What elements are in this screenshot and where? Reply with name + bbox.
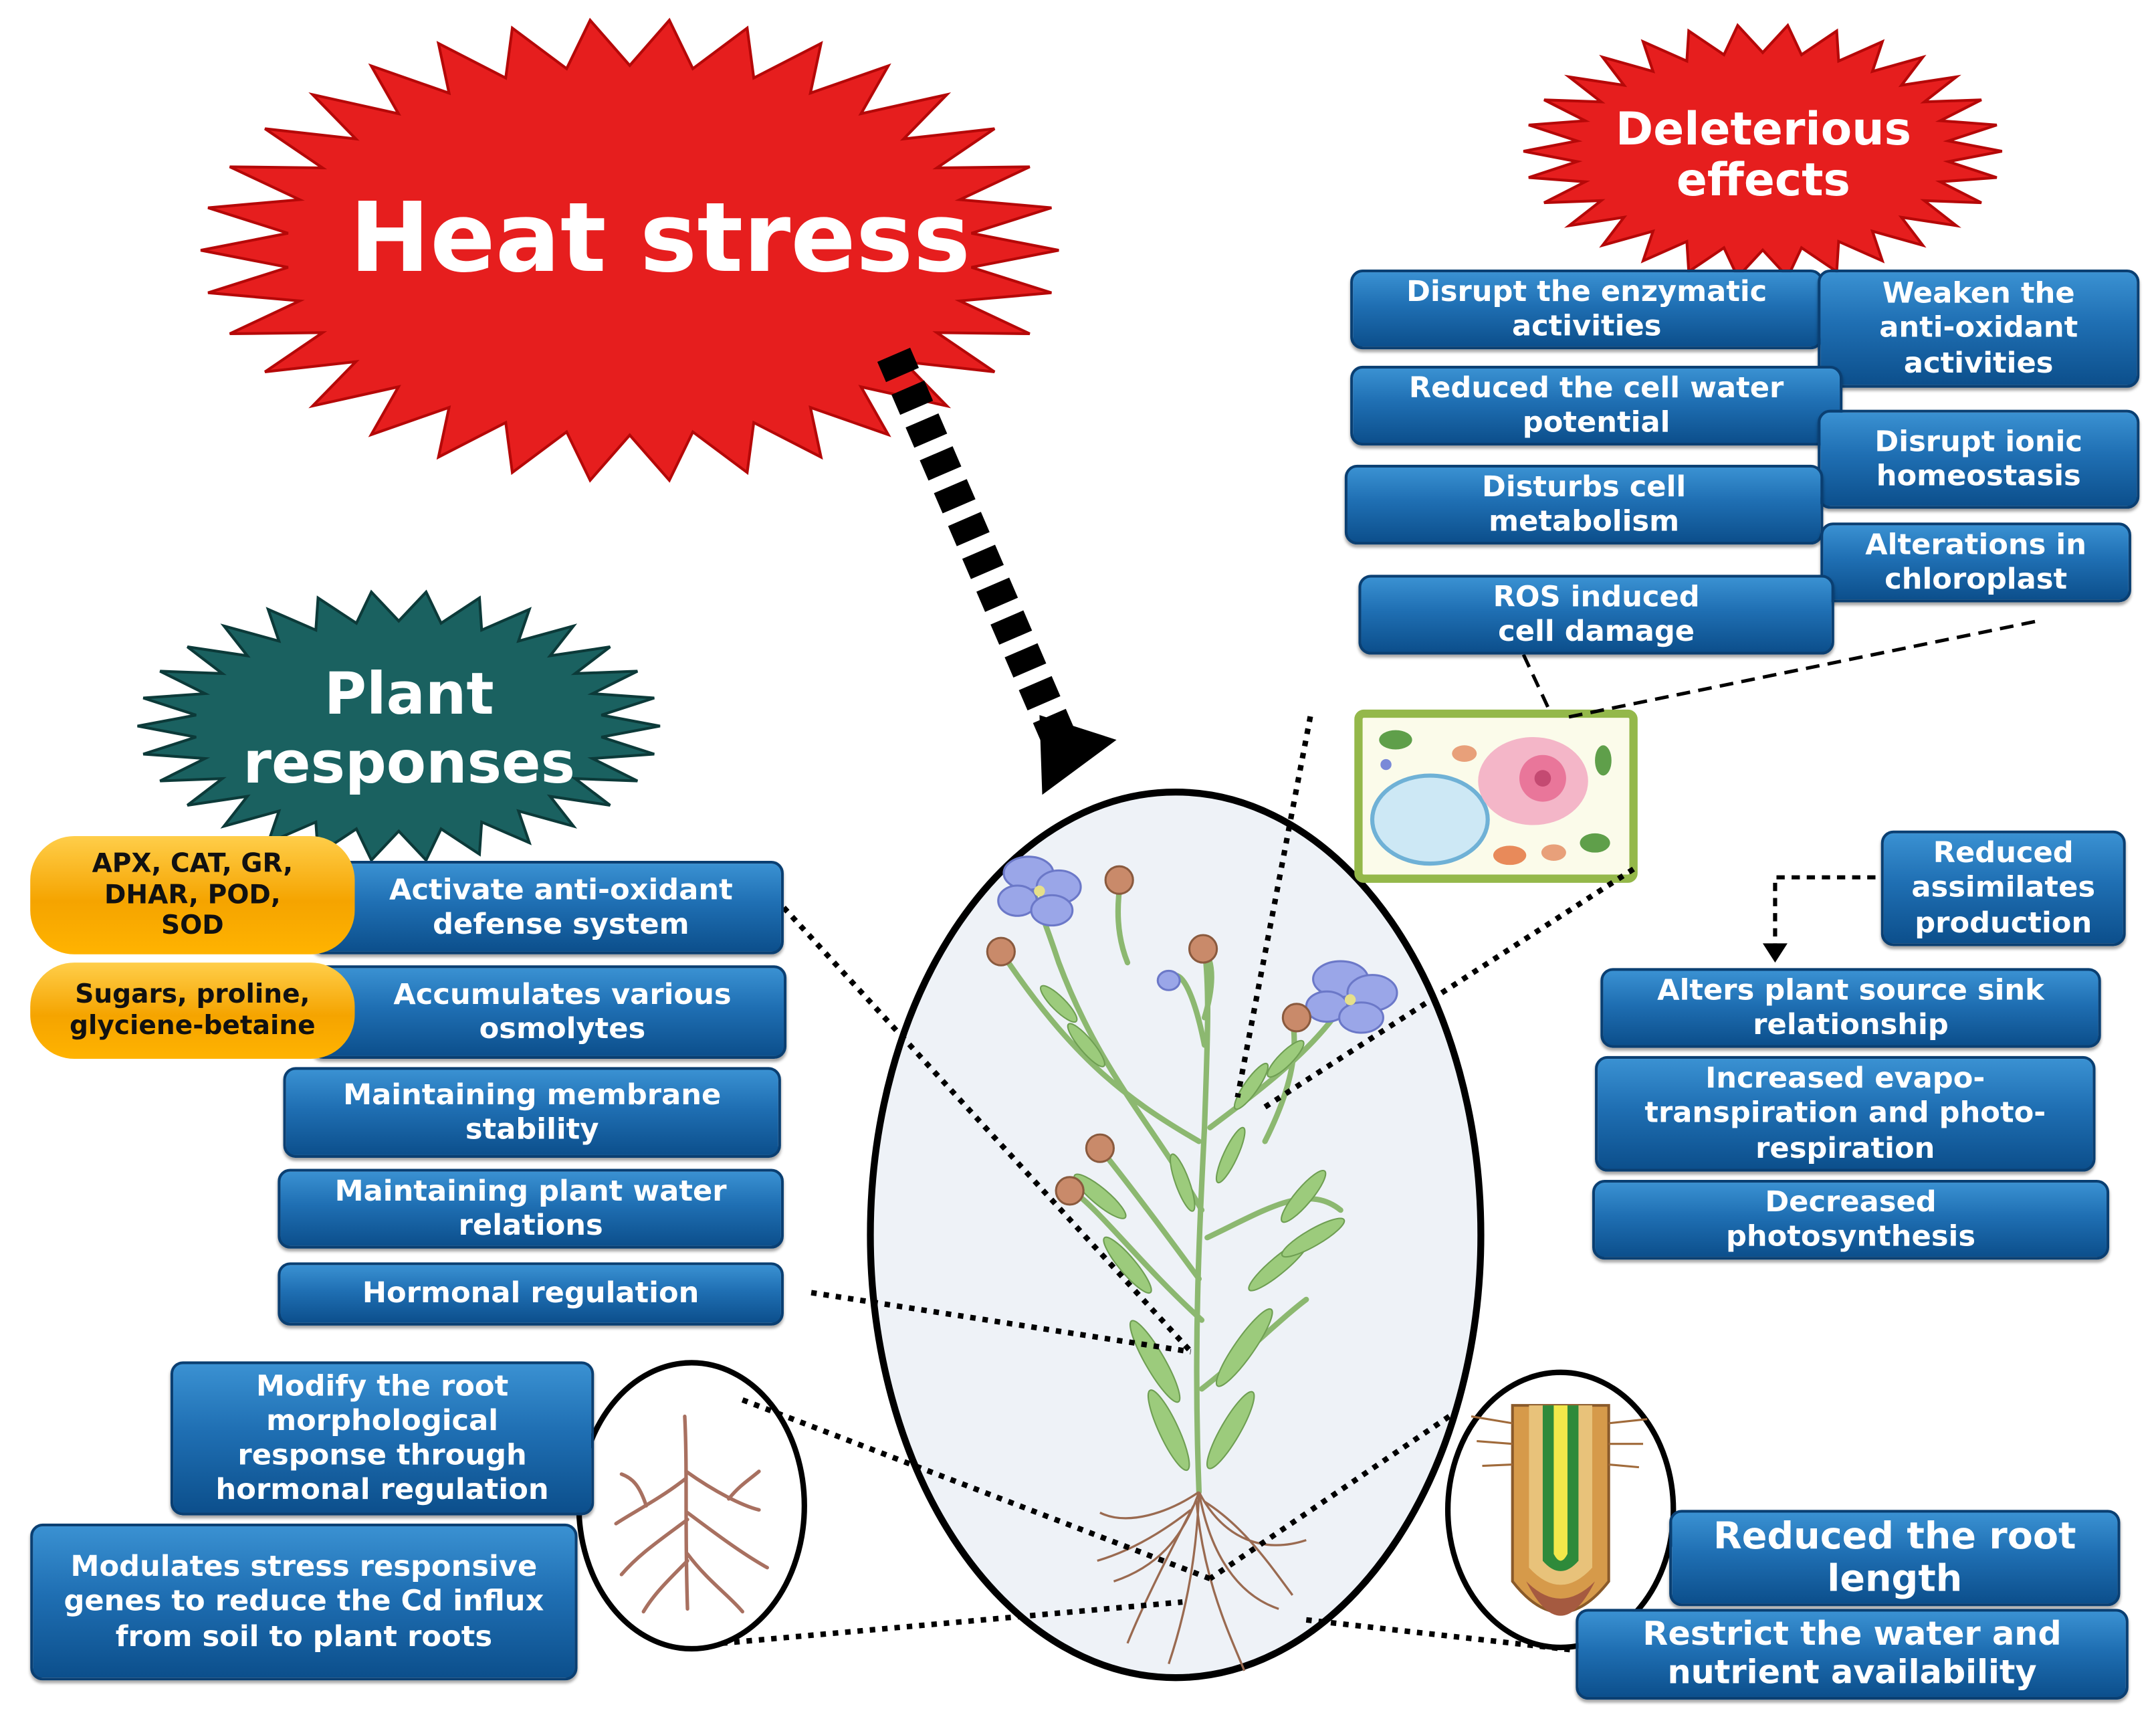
response-water-relations: Maintaining plant water relations <box>278 1169 784 1249</box>
assimilates-arrow <box>1762 875 1876 963</box>
plant-responses-title: Plant responses <box>243 660 575 796</box>
osmolytes-pill: Sugars, proline, glyciene-betaine <box>30 962 355 1059</box>
root-icon <box>614 1414 769 1614</box>
heat-stress-arrow <box>877 347 1117 795</box>
effect-disrupt-ionic: Disrupt ionic homeostasis <box>1818 409 2140 509</box>
effect-ros-damage: ROS induced cell damage <box>1358 575 1834 655</box>
heat-stress-title: Heat stress <box>349 181 971 294</box>
heat-burst-icon <box>200 17 1059 483</box>
root-response-morphological: Modify the root morphological response t… <box>170 1361 595 1516</box>
effect-restrict-water: Restrict the water and nutrient availabi… <box>1576 1609 2129 1700</box>
plant-ellipse <box>867 789 1485 1682</box>
response-antioxidant-defense: Activate anti-oxidant defense system <box>310 860 784 954</box>
effect-reduced-cell-water: Reduced the cell water potential <box>1350 365 1843 446</box>
flax-roots <box>1097 1491 1307 1671</box>
deleterious-effects-title: Deleterious effects <box>1615 102 1911 207</box>
effect-weaken-antioxidant: Weaken the anti-oxidant activities <box>1818 269 2140 388</box>
root-tip-icon <box>1471 1404 1648 1616</box>
connector-lines <box>722 716 1635 1653</box>
flax-leaves <box>1040 985 1345 1472</box>
effect-evapotranspiration: Increased evapo-transpiration and photo-… <box>1595 1055 2096 1172</box>
effect-alterations-chloroplast: Alterations in chloroplast <box>1820 522 2131 603</box>
deleterious-burst-icon <box>1523 23 2003 280</box>
plant-responses-burst-icon <box>137 589 661 863</box>
cell-icon <box>1354 709 1638 883</box>
effect-reduced-root-length: Reduced the root length <box>1669 1510 2121 1607</box>
effect-disturbs-metabolism: Disturbs cell metabolism <box>1344 464 1824 545</box>
response-osmolytes: Accumulates various osmolytes <box>310 965 787 1059</box>
root-ellipse <box>576 1360 807 1652</box>
effect-source-sink: Alters plant source sink relationship <box>1600 968 2101 1048</box>
flax-flowers <box>986 855 1398 1206</box>
cell-callout-lines <box>1521 619 2036 720</box>
root-response-cd-influx: Modulates stress responsive genes to red… <box>30 1523 578 1681</box>
effect-decreased-photosynthesis: Decreased photosynthesis <box>1592 1179 2110 1260</box>
response-membrane-stability: Maintaining membrane stability <box>283 1067 781 1158</box>
response-hormonal-regulation: Hormonal regulation <box>278 1262 784 1326</box>
antioxidant-enzymes-pill: APX, CAT, GR, DHAR, POD, SOD <box>30 835 355 954</box>
effect-reduced-assimilates: Reduced assimilates production <box>1880 830 2126 946</box>
effect-disrupt-enzymatic: Disrupt the enzymatic activities <box>1350 269 1824 350</box>
